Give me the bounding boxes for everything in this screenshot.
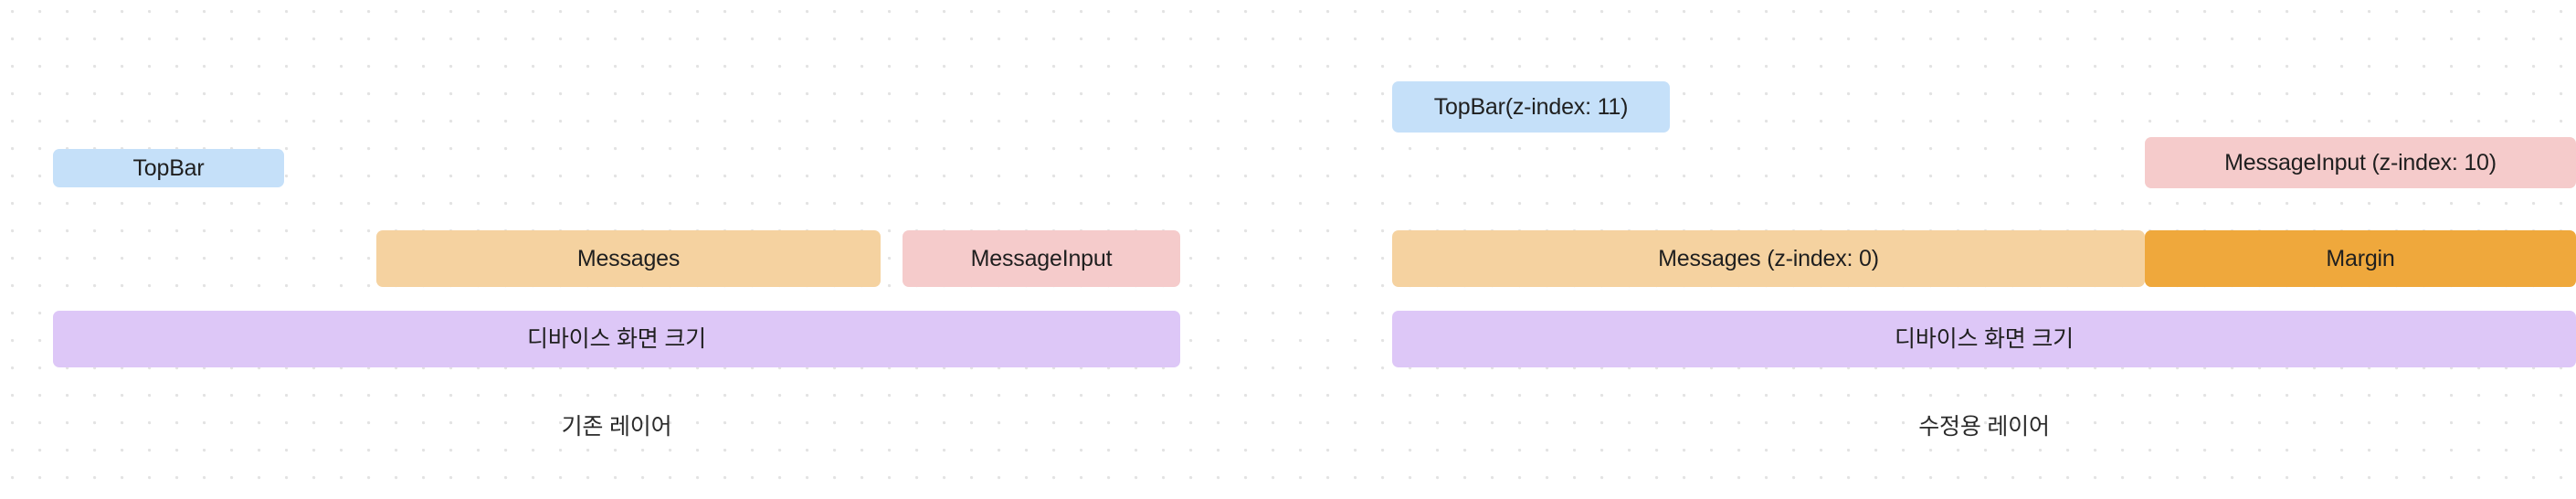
block-margin-revised-label: Margin — [2326, 245, 2395, 271]
block-device-screen-revised[interactable]: 디바이스 화면 크기 — [1392, 311, 2576, 367]
block-messageinput-revised-label: MessageInput (z-index: 10) — [2224, 149, 2497, 175]
block-messageinput-revised[interactable]: MessageInput (z-index: 10) — [2145, 137, 2576, 188]
block-messages-revised-label: Messages (z-index: 0) — [1658, 245, 1879, 271]
block-topbar-revised[interactable]: TopBar(z-index: 11) — [1392, 81, 1670, 133]
panel-existing-layer: TopBar Messages MessageInput 디바이스 화면 크기 … — [53, 149, 1180, 440]
block-device-screen-existing-label: 디바이스 화면 크기 — [527, 325, 706, 352]
block-messageinput-existing-label: MessageInput — [970, 245, 1113, 271]
block-device-screen-existing[interactable]: 디바이스 화면 크기 — [53, 311, 1180, 367]
block-margin-revised[interactable]: Margin — [2145, 230, 2576, 287]
block-topbar-existing-label: TopBar — [132, 154, 205, 181]
block-topbar-revised-label: TopBar(z-index: 11) — [1433, 93, 1629, 120]
block-device-screen-revised-label: 디바이스 화면 크기 — [1895, 325, 2074, 352]
block-messages-existing-label: Messages — [576, 245, 681, 271]
caption-existing-layer: 기존 레이어 — [561, 414, 672, 440]
block-messages-revised[interactable]: Messages (z-index: 0) — [1392, 230, 2145, 287]
block-messages-existing[interactable]: Messages — [376, 230, 881, 287]
panel-revised-layer: TopBar(z-index: 11) MessageInput (z-inde… — [1279, 0, 2576, 499]
block-messageinput-existing[interactable]: MessageInput — [903, 230, 1180, 287]
caption-revised-layer: 수정용 레이어 — [1918, 414, 2050, 440]
block-topbar-existing[interactable]: TopBar — [53, 149, 284, 187]
